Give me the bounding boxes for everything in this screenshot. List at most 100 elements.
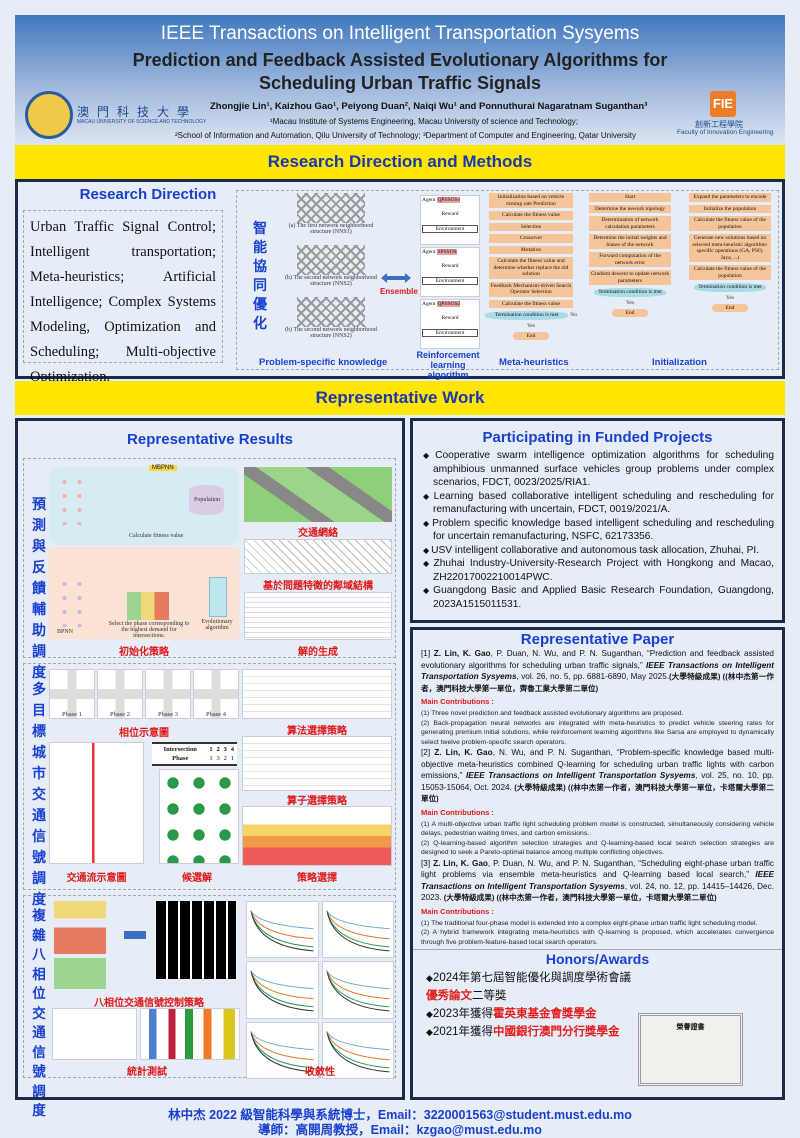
meta-heuristic-step: Initialization based on vehicle turning …	[488, 193, 574, 208]
agent-label: Agent	[422, 197, 436, 203]
initialization-step: Forward computation of the network error	[588, 252, 672, 267]
population-step: Expand the parameters to encode	[688, 193, 772, 202]
eight-phase-group: 複雜八相位交通信號調度 八相位交通信號控制策略 統計測試 收斂性	[23, 895, 396, 1118]
meta-heuristic-step: Selection	[488, 222, 574, 231]
contribution-item: (2) Q-learning-based algorithm selection…	[421, 839, 774, 857]
agent-name: SPSSOS	[437, 249, 457, 255]
vertical-label-prediction: 預測與反饋輔助調度	[32, 496, 46, 680]
convergence-line	[250, 970, 314, 1008]
nns-caption: (a) The first network neighborhood struc…	[288, 223, 374, 235]
honor-text: 2023年獲得	[432, 1008, 494, 1020]
paper-volume: , vol. 25, no. 10, pp. 15053-15064, Oct.…	[421, 771, 774, 792]
paper-journal: IEEE Transactions on Intelligent Transpo…	[421, 660, 774, 682]
paper-number: [3]	[421, 858, 434, 868]
population-step: Generate new solutions based on selected…	[688, 234, 772, 262]
population-step: Calculate the fitness value of the popul…	[688, 216, 772, 231]
honor-item: ◆2021年獲得中國銀行澳門分行獎學金	[426, 1023, 636, 1041]
project-item: ◆Learning based collaborative intelligen…	[421, 490, 774, 517]
yes-label: Yes	[526, 322, 535, 329]
honor-suffix: 二等獎	[472, 990, 507, 1002]
ensemble-label: Ensemble	[380, 287, 418, 296]
paper-details: , P. Duan, N. Wu, and P. N. Suganthan, “…	[421, 649, 774, 670]
convergence-curves	[250, 970, 314, 1012]
convergence-line	[326, 910, 390, 948]
agent-name: QPSSOS2	[437, 301, 461, 307]
funded-projects-panel: Participating in Funded Projects ◆Cooper…	[410, 418, 785, 623]
caption-neighborhood: 基於問題特徵的鄰域結構	[263, 581, 373, 592]
convergence-plot	[321, 961, 394, 1019]
nns-caption: (b) The second network neighborhood stru…	[285, 327, 377, 339]
initialization-step: End	[612, 308, 648, 317]
convergence-line	[250, 1031, 314, 1073]
vertical-label-methods: 智能協同優化	[253, 220, 267, 331]
fitness-label: Calculate fitness value	[129, 533, 184, 539]
caption-operator-selection: 算子選擇策略	[287, 796, 347, 807]
project-text: Zhuhai Industry-University-Research Proj…	[433, 558, 774, 583]
convergence-plot	[246, 961, 319, 1019]
project-text: Guangdong Basic and Applied Basic Resear…	[433, 585, 775, 610]
honor-text: 2021年獲得	[432, 1026, 494, 1038]
project-text: Cooperative swarm intelligence optimizat…	[433, 450, 774, 488]
paper-volume: , vol. 26, no. 5, pp. 6881-6890, May 202…	[516, 672, 670, 681]
title-line-2: Scheduling Urban Traffic Signals	[258, 73, 542, 93]
convergence-line	[326, 970, 390, 1008]
label-reinforcement-learning: Reinforcement learning algorithm	[416, 350, 480, 380]
table-header: 4	[230, 746, 235, 753]
section-banner-methods: Research Direction and Methods	[15, 145, 785, 179]
caption-traffic-flow: 交通流示意圖	[66, 873, 127, 884]
paper-details: , N. Wu, and P. N. Suganthan, “Problem-s…	[421, 748, 774, 780]
no-label: No	[570, 312, 577, 319]
vertical-label-eight-phase: 複雜八相位交通信號調度	[32, 908, 46, 1118]
bpnn-label: BPNN	[57, 629, 74, 635]
phase-demand-grid	[127, 592, 169, 620]
project-item: ◆Problem specific knowledge based intell…	[421, 517, 774, 544]
table-cell: 3	[216, 755, 220, 762]
neural-network-icon	[57, 577, 87, 627]
table-cell: Phase	[172, 755, 189, 762]
honor-text: 2024年第七屆智能優化與調度學術會議	[432, 972, 632, 984]
caption-initialization: 初始化策略	[119, 647, 169, 658]
convergence-line	[250, 1030, 314, 1050]
research-direction-text: Urban Traffic Signal Control; Intelligen…	[23, 210, 223, 385]
convergence-plot	[321, 1021, 394, 1080]
table-cell: 1	[209, 755, 213, 762]
footer-advisor-contact: 導師：高開周教授，Email：kzgao@must.edu.mo	[258, 1123, 542, 1137]
project-text: Learning based collaborative intelligent…	[433, 490, 774, 516]
paper-number: [2]	[421, 748, 435, 757]
convergence-plot	[246, 901, 319, 959]
convergence-plot	[321, 901, 394, 959]
reward-label: Reward	[441, 211, 459, 217]
journal-name: IEEE Transactions on Intelligent Transpo…	[160, 23, 640, 44]
diamond-bullet-icon: ◆	[426, 973, 433, 983]
convergence-line	[326, 910, 390, 940]
traffic-network-image	[244, 467, 392, 522]
convergence-line	[326, 970, 390, 1000]
meta-heuristic-step: Mutation	[488, 245, 574, 254]
meta-heuristic-step: Calculate the fitness value	[488, 299, 574, 308]
strategy-selection-3d-chart	[242, 806, 392, 866]
research-methods-panel: Research Direction Urban Traffic Signal …	[15, 179, 785, 385]
initialization-step: Determination of network calculation par…	[588, 216, 672, 231]
agent-name: QPSSOS1	[437, 197, 461, 203]
solution-generation-figure	[244, 592, 392, 640]
initialization-step: Termination condition is met	[594, 288, 666, 297]
evo-label: Evolutionary algorithm	[201, 619, 233, 631]
project-item: ◆Guangdong Basic and Applied Basic Resea…	[421, 584, 774, 611]
evolutionary-algorithm-icon	[209, 577, 227, 617]
research-direction-title: Research Direction	[79, 186, 217, 203]
project-item: ◆USV intelligent collaborative and auton…	[421, 544, 774, 558]
contribution-item: (1) The traditional four-phase model is …	[421, 919, 758, 927]
diamond-bullet-icon: ◆	[423, 491, 432, 501]
caption-statistical-test: 統計測試	[127, 1067, 167, 1078]
paper-details: , P. Duan, N. Wu, and P. N. Suganthan, “…	[421, 858, 774, 880]
phase-diagram: Phase 3	[145, 669, 191, 719]
caption-strategy-selection: 策略選擇	[297, 873, 337, 884]
university-seal-logo	[25, 91, 73, 139]
diamond-bullet-icon: ◆	[426, 1009, 433, 1019]
statistical-test-plot	[52, 1008, 137, 1060]
diamond-bullet-icon: ◆	[423, 559, 432, 568]
